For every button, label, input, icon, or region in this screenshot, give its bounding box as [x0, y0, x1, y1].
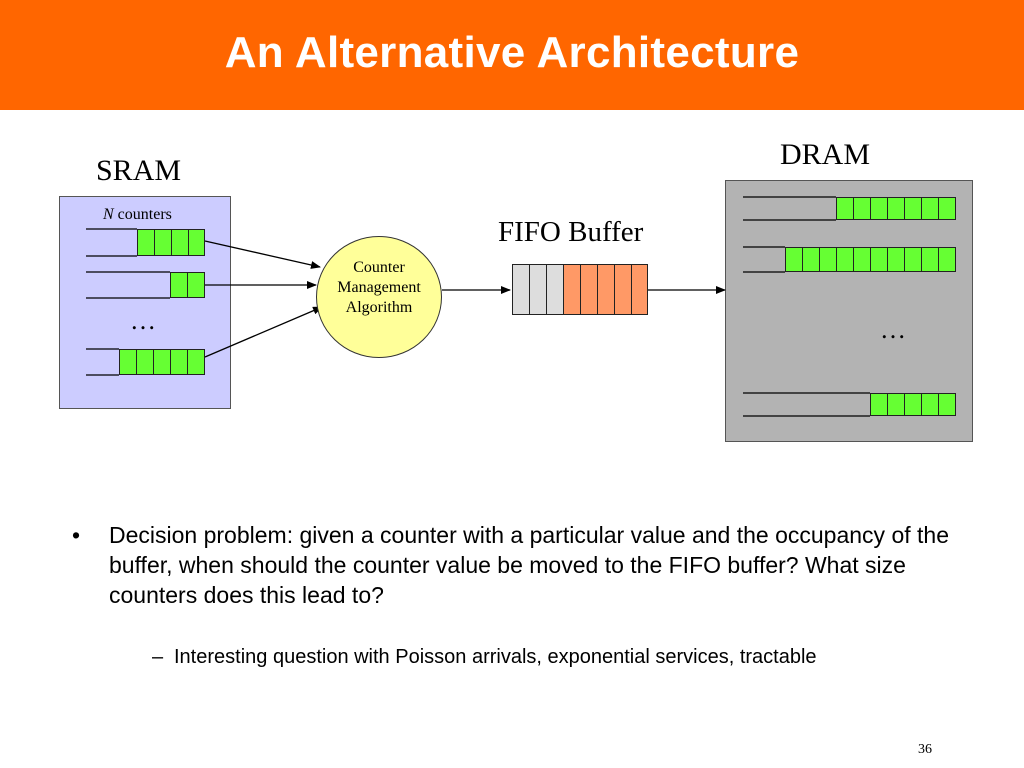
dram-counter-cell	[938, 247, 956, 272]
sub-bullet: – Interesting question with Poisson arri…	[152, 644, 914, 670]
sub-bullet-marker: –	[152, 646, 164, 668]
sram-counter-cell	[136, 349, 154, 375]
dram-counter-cell	[870, 197, 888, 220]
sram-counter-cell	[154, 229, 172, 256]
dram-counter-cell	[887, 197, 905, 220]
dram-counter-cell	[853, 247, 871, 272]
dram-counter-cell	[938, 197, 956, 220]
fifo-filled-slot	[614, 264, 632, 315]
sram-counter-cell	[119, 349, 137, 375]
dram-counter-cell	[887, 247, 905, 272]
dram-counter-cell	[836, 247, 854, 272]
dram-ellipsis: …	[880, 315, 906, 344]
fifo-filled-slot	[563, 264, 581, 315]
dram-counter-cell	[785, 247, 803, 272]
dram-counter-cell	[921, 393, 939, 416]
dram-counter-cell	[819, 247, 837, 272]
sram-counter-cell	[170, 272, 188, 298]
dram-counter-cell	[836, 197, 854, 220]
dram-counter-cell	[921, 197, 939, 220]
page-number: 36	[918, 742, 932, 757]
dram-counter-cell	[904, 247, 922, 272]
sub-bullet-text: Interesting question with Poisson arriva…	[174, 646, 817, 668]
title-bar: An Alternative Architecture	[0, 0, 1024, 110]
fifo-empty-slot	[546, 264, 564, 315]
algorithm-line: Algorithm	[345, 299, 413, 316]
sram-to-algorithm-arrow	[204, 240, 321, 269]
fifo-filled-slot	[631, 264, 648, 315]
sram-counter-cell	[187, 349, 205, 375]
sram-counter-cell	[153, 349, 171, 375]
dram-counter-cell	[904, 197, 922, 220]
dram-label: DRAM	[780, 138, 871, 171]
dram-counter-cell	[921, 247, 939, 272]
algorithm-line: Counter	[353, 259, 405, 276]
dram-counter-cell	[887, 393, 905, 416]
sram-ellipsis: …	[130, 306, 156, 335]
fifo-filled-slot	[597, 264, 615, 315]
bullet-marker: •	[72, 522, 81, 548]
n-counters-label: N counters	[103, 206, 172, 224]
sram-counter-cell	[137, 229, 155, 256]
fifo-empty-slot	[512, 264, 530, 315]
algorithm-line: Management	[337, 279, 421, 296]
sram-label: SRAM	[96, 154, 182, 187]
main-bullet-text: Decision problem: given a counter with a…	[109, 522, 949, 608]
sram-counter-cell	[188, 229, 205, 256]
sram-counter-cell	[171, 229, 189, 256]
dram-counter-cell	[870, 247, 888, 272]
dram-counter-cell	[938, 393, 956, 416]
dram-counter-cell	[904, 393, 922, 416]
dram-counter-cell	[802, 247, 820, 272]
counters-text: counters	[113, 206, 172, 223]
sram-to-algorithm-arrow	[204, 306, 323, 358]
fifo-filled-slot	[580, 264, 598, 315]
bullet-list: • Decision problem: given a counter with…	[72, 520, 962, 670]
dram-counter-cell	[870, 393, 888, 416]
slide-title: An Alternative Architecture	[224, 28, 800, 77]
fifo-empty-slot	[529, 264, 547, 315]
n-variable: N	[103, 206, 114, 223]
main-bullet: • Decision problem: given a counter with…	[72, 520, 962, 610]
fifo-buffer-label: FIFO Buffer	[498, 216, 644, 248]
dram-counter-cell	[853, 197, 871, 220]
sram-counter-cell	[170, 349, 188, 375]
sram-counter-cell	[187, 272, 205, 298]
counter-management-algorithm: Counter Management Algorithm	[316, 236, 442, 358]
